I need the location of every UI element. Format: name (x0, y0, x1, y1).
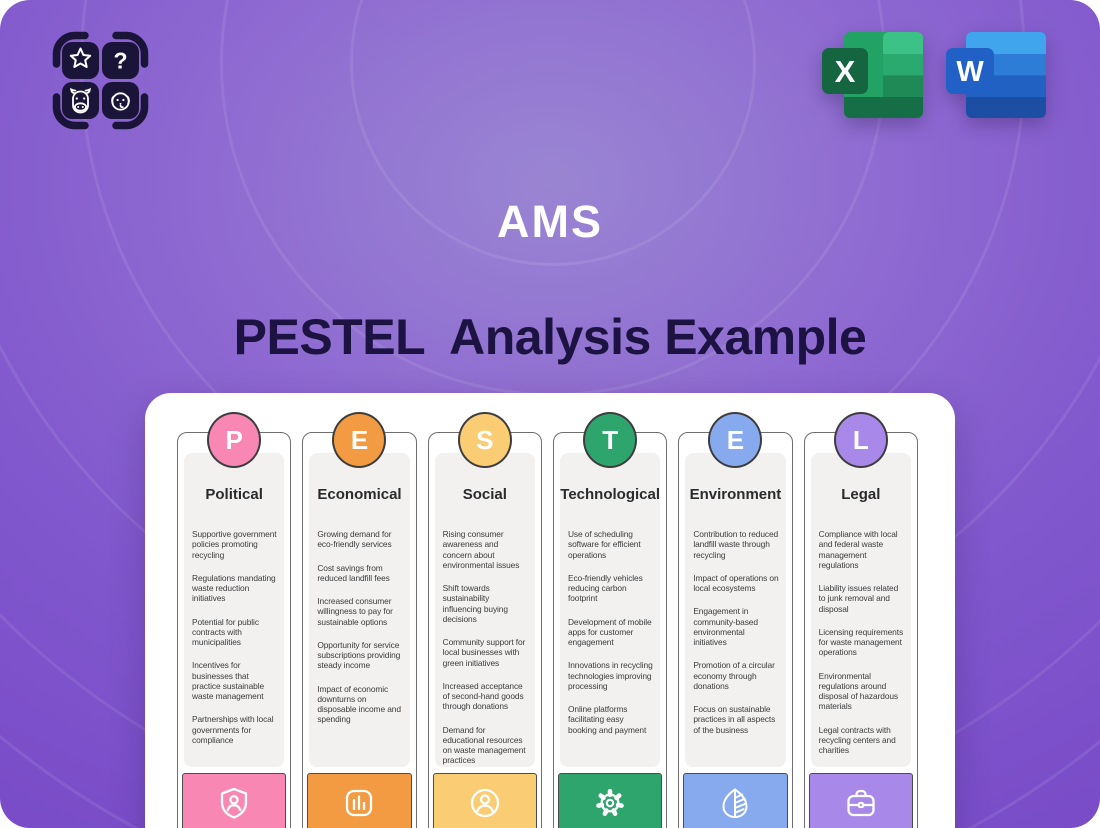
column-item: Contribution to reduced landfill waste t… (693, 529, 779, 560)
column-item: Online platforms facilitating easy booki… (567, 704, 647, 735)
column-item: Potential for public contracts with muni… (192, 616, 259, 648)
gear-icon (592, 785, 628, 821)
column-title: Political (205, 486, 263, 503)
column-item: Innovations in recycling technologies im… (567, 660, 653, 691)
column-item: Engagement in community-based environmen… (693, 606, 758, 647)
column-item: Increased acceptance of second-hand good… (442, 680, 524, 712)
column-item: Partnerships with local governments for … (192, 714, 274, 745)
column-item: Cost savings from reduced landfill fees (317, 562, 390, 583)
column-item: Demand for educational resources on wast… (442, 724, 526, 766)
column-item: Development of mobile apps for customer … (567, 616, 652, 648)
page-title: PESTEL Analysis Example (233, 309, 867, 365)
excel-icon[interactable]: X (822, 32, 923, 120)
column-item: Supportive government policies promoting… (192, 529, 277, 560)
bar-chart-icon (341, 785, 377, 821)
brand-title: AMS (497, 196, 603, 247)
column-title: Economical (317, 486, 402, 503)
column-item: Incentives for businesses that practice … (192, 660, 265, 701)
column-items: Use of scheduling software for efficient… (560, 529, 660, 735)
logo-frame-brackets (52, 31, 149, 130)
cow-icon (62, 82, 99, 119)
column-item: Growing demand for eco-friendly services (317, 529, 392, 550)
svg-text:W: W (956, 56, 984, 88)
user-circle-icon (467, 785, 503, 821)
column-items: Rising consumer awareness and concern ab… (435, 529, 535, 766)
column-letter: S (476, 424, 494, 455)
column-item: Impact of economic downturns on disposab… (317, 683, 401, 725)
column-letter-badge: L (833, 412, 888, 468)
column-title: Social (462, 486, 507, 503)
word-icon[interactable]: W (946, 32, 1046, 120)
column-letter-badge: E (708, 412, 763, 468)
column-item: Use of scheduling software for efficient… (567, 529, 641, 560)
column-item: Opportunity for service subscriptions pr… (317, 639, 401, 671)
column-letter: E (726, 424, 745, 455)
column-letter: L (852, 424, 869, 455)
column-letter-badge: P (207, 412, 262, 468)
column-title: Legal (841, 486, 881, 503)
dog-icon (102, 82, 139, 119)
svg-text:?: ? (113, 48, 127, 74)
column-item: Focus on sustainable practices in all as… (693, 704, 776, 735)
svg-text:X: X (835, 54, 856, 89)
column-item: Eco-friendly vehicles reducing carbon fo… (567, 572, 643, 604)
briefcase-icon (843, 785, 879, 821)
star-icon (62, 42, 99, 79)
column-footer (307, 773, 412, 828)
column-items: Growing demand for eco-friendly services… (309, 529, 409, 725)
leaf-icon (717, 785, 753, 821)
column-item: Regulations mandating waste reduction in… (192, 572, 276, 604)
column-item: Licensing requirements for waste managem… (818, 626, 904, 658)
column-items: Supportive government policies promoting… (184, 529, 284, 745)
column-item: Impact of operations on local ecosystems (693, 572, 779, 593)
column-item: Environmental regulations around disposa… (818, 670, 899, 712)
column-title: Environment (689, 486, 782, 503)
question-mark-icon: ? (102, 42, 139, 79)
column-item: Promotion of a circular economy through … (693, 660, 775, 691)
column-item: Liability issues related to junk removal… (818, 583, 899, 614)
column-item: Legal contracts with recycling centers a… (818, 724, 896, 756)
column-items: Compliance with local and federal waste … (811, 529, 911, 755)
column-letter: P (225, 424, 243, 455)
column-letter-badge: S (457, 412, 512, 468)
column-items: Contribution to reduced landfill waste t… (685, 529, 785, 735)
column-item: Compliance with local and federal waste … (818, 529, 898, 570)
column-letter: E (350, 424, 369, 455)
column-item: Shift towards sustainability influencing… (442, 583, 508, 624)
column-footer (683, 773, 788, 828)
shield-user-icon (216, 785, 252, 821)
column-item: Rising consumer awareness and concern ab… (442, 529, 520, 570)
column-footer (432, 773, 537, 828)
column-letter-badge: T (583, 412, 638, 468)
column-footer (182, 773, 287, 828)
brand-logo: ? (52, 31, 149, 130)
column-footer (557, 773, 663, 828)
column-item: Community support for local businesses w… (442, 637, 526, 668)
column-letter: T (602, 424, 619, 455)
column-item: Increased consumer willingness to pay fo… (317, 596, 393, 627)
column-title: Technological (560, 486, 661, 503)
column-letter-badge: E (332, 412, 387, 468)
column-footer (808, 773, 913, 828)
